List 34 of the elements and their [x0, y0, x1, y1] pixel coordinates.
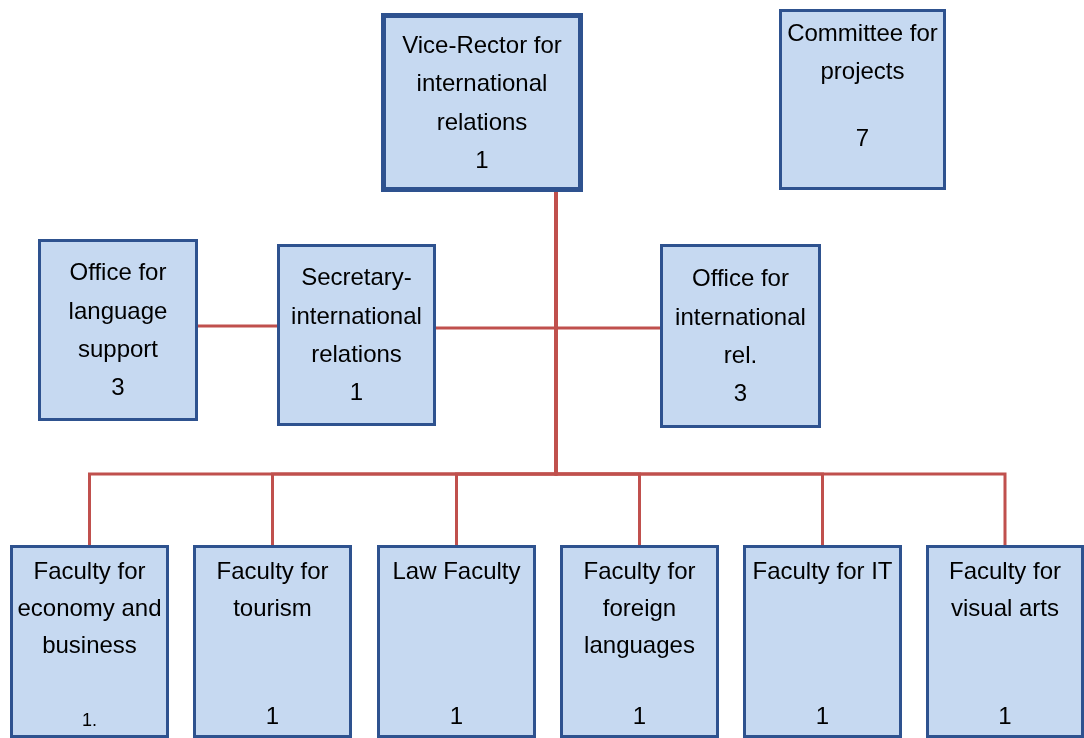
staff-count: 3 — [733, 378, 748, 409]
box-title: Faculty for foreign languages — [582, 556, 697, 661]
staff-count: 1 — [349, 377, 364, 408]
connector-line — [198, 324, 277, 328]
box-title: Faculty for visual arts — [948, 556, 1062, 624]
box-title: Secretary-international relations — [290, 262, 423, 369]
org-box — [779, 9, 946, 190]
staff-count: 7 — [855, 122, 870, 153]
staff-count: 3 — [111, 372, 125, 403]
org-box — [10, 545, 169, 738]
staff-count: 1 — [815, 700, 830, 731]
box-title: Office for language support — [67, 257, 169, 364]
box-title: Law Faculty — [392, 556, 521, 586]
org-box — [926, 545, 1084, 738]
box-title: Faculty for tourism — [215, 556, 330, 624]
org-box — [193, 545, 352, 738]
box-title: Committee for projects — [786, 18, 939, 87]
box-title: Office for international rel. — [674, 263, 807, 370]
org-box — [660, 244, 821, 428]
org-box — [277, 244, 436, 426]
org-box — [743, 545, 902, 738]
org-box — [560, 545, 719, 738]
org-box — [377, 545, 536, 738]
box-title: Faculty for IT — [752, 556, 893, 586]
staff-count: 1. — [82, 709, 97, 733]
staff-count: 1 — [998, 700, 1012, 731]
staff-count: 1 — [475, 144, 489, 175]
staff-count: 1 — [632, 700, 647, 731]
staff-count: 1 — [449, 700, 464, 731]
box-title: Faculty for economy and business — [17, 556, 162, 661]
staff-count: 1 — [265, 700, 280, 731]
box-title: Vice-Rector for international relations — [401, 29, 563, 137]
org-box — [381, 13, 583, 192]
org-box — [38, 239, 198, 421]
